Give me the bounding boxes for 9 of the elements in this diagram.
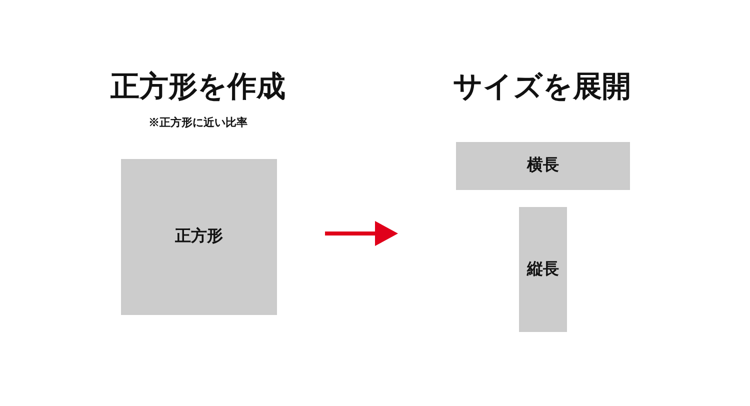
section-heading: サイズを展開 (452, 73, 632, 102)
box-label: 正方形 (175, 227, 223, 247)
rectangle (456, 142, 630, 190)
box-label: 縦長 (527, 260, 559, 280)
rectangle (121, 159, 277, 315)
box-label: 横長 (527, 156, 559, 176)
rectangle (519, 207, 567, 332)
note-text: ※正方形に近い比率 (148, 118, 248, 129)
section-heading: 正方形を作成 (110, 73, 286, 102)
